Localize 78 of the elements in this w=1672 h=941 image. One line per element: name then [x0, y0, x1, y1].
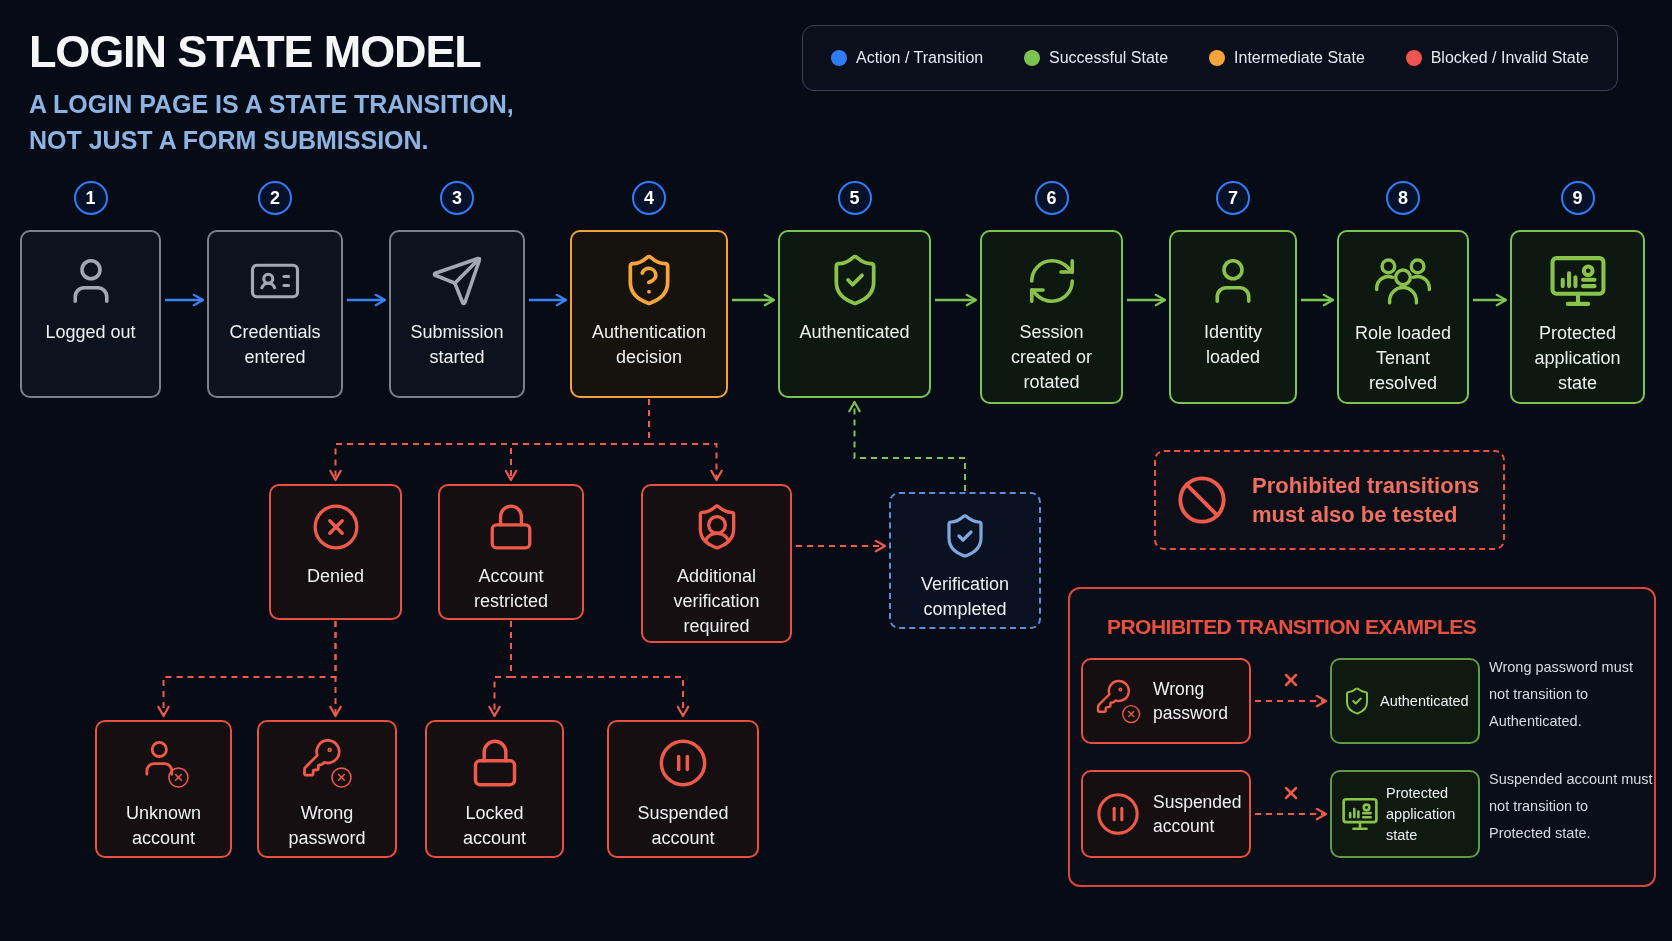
- step-number: 5: [837, 181, 872, 215]
- arrow: [165, 293, 205, 307]
- legend-label: Action / Transition: [856, 48, 984, 68]
- state-box: [269, 484, 402, 620]
- note-box: [1154, 450, 1505, 550]
- title: LOGIN STATE MODEL: [29, 25, 481, 79]
- state-box: [1337, 230, 1469, 404]
- state-box: [1330, 658, 1480, 744]
- state-label: Locked account: [461, 802, 527, 850]
- state-label: Identity loaded: [1202, 321, 1263, 369]
- arrow: [347, 293, 387, 307]
- step-number: 7: [1216, 181, 1250, 215]
- dashed-arrow: [1254, 807, 1328, 821]
- state-label: Authenticated: [799, 321, 910, 344]
- state-box: [1081, 658, 1251, 744]
- state-box: [257, 720, 397, 858]
- step-number: 1: [73, 181, 108, 215]
- state-box: [95, 720, 232, 858]
- arrow: [1473, 293, 1508, 307]
- arrow: [529, 293, 568, 307]
- state-box: [778, 230, 931, 398]
- state-box: [389, 230, 525, 398]
- state-box: [641, 484, 792, 643]
- state-box: [570, 230, 728, 398]
- arrow: [1127, 293, 1167, 307]
- state-box: [1510, 230, 1645, 404]
- state-box: [607, 720, 759, 858]
- state-label: Session created or rotated: [1009, 321, 1093, 394]
- step-number: 2: [258, 181, 292, 215]
- state-label: Suspended account: [636, 802, 730, 850]
- state-label: Authenticated: [1380, 691, 1469, 711]
- arrow: [732, 293, 776, 307]
- step-number: 3: [440, 181, 474, 215]
- dashed-arrow: [648, 398, 723, 482]
- note-text: Suspended account must not transition to Protected state.: [1489, 770, 1653, 843]
- dashed-arrow: [329, 620, 342, 718]
- panel-title: PROHIBITED TRANSITION EXAMPLES: [1107, 614, 1477, 640]
- state-label: Unknown account: [124, 802, 202, 850]
- state-label: Additional verification required: [672, 565, 761, 638]
- note-text: Prohibited transitions must also be tested: [1252, 472, 1481, 529]
- legend-label: Intermediate State: [1234, 48, 1365, 68]
- state-label: Protected application state: [1386, 783, 1457, 845]
- dashed-arrow: [1254, 694, 1328, 708]
- state-label: Verification completed: [919, 573, 1011, 621]
- state-box: [20, 230, 161, 398]
- state-box: [889, 492, 1041, 629]
- arrow: [1301, 293, 1335, 307]
- examples-panel: [1068, 587, 1656, 887]
- step-number: 8: [1386, 181, 1420, 215]
- dashed-arrow: [848, 400, 966, 492]
- state-box: [207, 230, 343, 398]
- state-box: [1330, 770, 1480, 858]
- state-label: Authentication decision: [590, 321, 708, 369]
- state-label: Protected application state: [1533, 322, 1622, 395]
- state-label: Submission started: [409, 321, 505, 369]
- state-box: [425, 720, 564, 858]
- step-number: 6: [1034, 181, 1069, 215]
- state-box: [438, 484, 584, 620]
- legend-label: Successful State: [1049, 48, 1169, 68]
- state-label: Logged out: [45, 321, 136, 344]
- state-label: Suspended account: [1153, 791, 1242, 838]
- state-label: Credentials entered: [228, 321, 322, 369]
- note-text: Wrong password must not transition to Authenticated.: [1489, 658, 1634, 731]
- subtitle: A LOGIN PAGE IS A STATE TRANSITION, NOT JUST A FORM SUBMISSION.: [29, 89, 515, 156]
- step-number: 4: [632, 181, 666, 215]
- state-label: Wrong password: [287, 802, 367, 850]
- legend-label: Blocked / Invalid State: [1430, 48, 1589, 68]
- state-label: Role loaded Tenant resolved: [1353, 322, 1453, 395]
- state-label: Denied: [306, 565, 364, 588]
- dashed-arrow: [510, 620, 690, 718]
- dashed-arrow: [795, 539, 887, 553]
- state-label: Wrong password: [1153, 678, 1229, 725]
- state-box: [980, 230, 1123, 404]
- state-box: [1081, 770, 1251, 858]
- state-box: [1169, 230, 1297, 404]
- state-label: Account restricted: [473, 565, 549, 613]
- arrow: [935, 293, 978, 307]
- step-number: 9: [1560, 181, 1595, 215]
